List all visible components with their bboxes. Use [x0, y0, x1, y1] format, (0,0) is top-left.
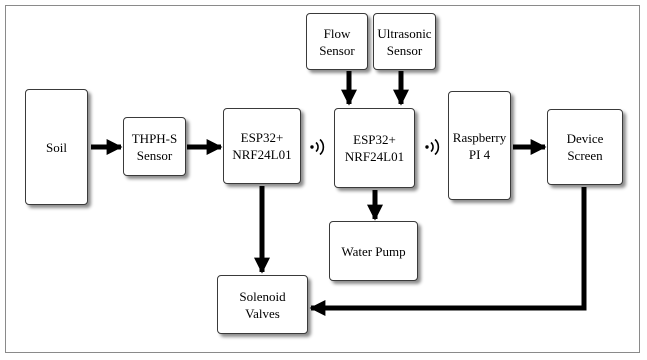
- diagram-frame: [5, 5, 640, 353]
- ultrasonic-sensor-node: Ultrasonic Sensor: [373, 13, 436, 70]
- wireless-signal-icon: [425, 138, 440, 156]
- raspberry-pi-label: Raspberry PI 4: [452, 129, 507, 162]
- water-pump-label: Water Pump: [341, 243, 406, 259]
- arrow-screen-to-valves: [309, 187, 587, 317]
- esp32-node-2-label: ESP32+ NRF24L01: [344, 132, 405, 164]
- esp32-node-1: ESP32+ NRF24L01: [223, 108, 301, 184]
- solenoid-valves-node: Solenoid Valves: [217, 275, 308, 334]
- water-pump-node: Water Pump: [329, 221, 418, 281]
- device-screen-node: Device Screen: [547, 109, 623, 185]
- soil-label: Soil: [46, 139, 67, 155]
- device-screen-label: Device Screen: [566, 131, 604, 163]
- esp32-node-2: ESP32+ NRF24L01: [334, 108, 415, 188]
- solenoid-valves-label: Solenoid Valves: [239, 288, 286, 321]
- ultrasonic-sensor-label: Ultrasonic Sensor: [377, 25, 432, 58]
- raspberry-pi-node: Raspberry PI 4: [448, 91, 511, 200]
- flow-sensor-node: Flow Sensor: [306, 13, 368, 70]
- esp32-node-1-label: ESP32+ NRF24L01: [232, 130, 292, 162]
- thph-sensor-node: THPH-S Sensor: [123, 117, 186, 176]
- soil-node: Soil: [25, 89, 88, 205]
- thph-sensor-label: THPH-S Sensor: [131, 130, 178, 163]
- flow-sensor-label: Flow Sensor: [319, 25, 355, 58]
- wireless-signal-icon: [310, 138, 325, 156]
